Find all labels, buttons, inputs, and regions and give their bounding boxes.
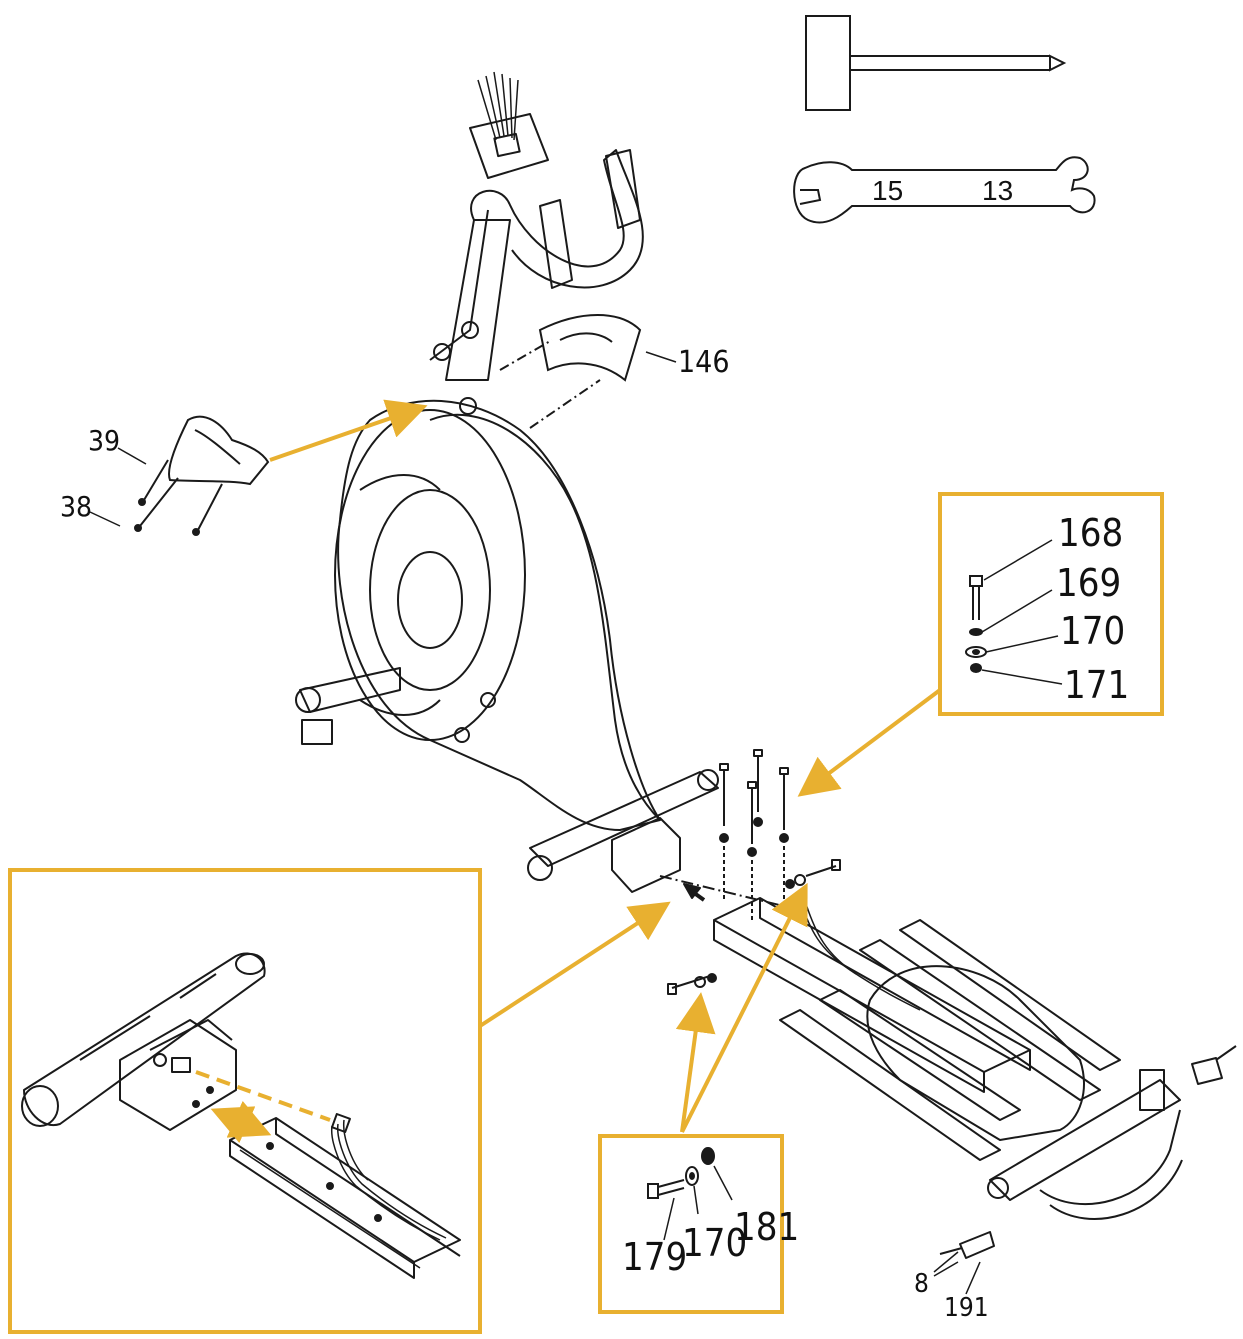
wrench-icon	[793, 156, 1096, 224]
label-181: 181	[734, 1205, 799, 1249]
elliptical-main-frame	[295, 71, 719, 893]
bolt-stack-168-171	[965, 575, 987, 673]
label-168: 168	[1058, 511, 1123, 555]
main-shroud	[337, 399, 661, 831]
callout-box-bolts-179-181	[598, 1134, 784, 1314]
console-plate	[469, 113, 549, 179]
wrench-size-15: 15	[872, 175, 903, 206]
screwdriver-icon	[805, 15, 1067, 111]
front-cover-part-39	[134, 415, 270, 536]
inset-dashed-plug-path	[195, 1070, 331, 1122]
callout-arrow-side-bolt-right	[680, 882, 808, 1133]
upright-mast	[445, 219, 511, 381]
label-179: 179	[622, 1235, 687, 1279]
bolt-set-179-170-181	[647, 1147, 715, 1199]
callout-arrow-inset	[478, 901, 671, 1028]
rear-stabilizer	[299, 667, 401, 713]
label-170-b: 170	[682, 1221, 747, 1265]
label-38: 38	[60, 490, 92, 523]
front-stabilizer	[529, 771, 719, 867]
callout-arrow-bolts	[797, 688, 942, 797]
label-169: 169	[1056, 561, 1121, 605]
connector-bracket	[611, 817, 681, 893]
callout-box-bolts-168-171	[938, 492, 1164, 716]
inset-base-rail	[229, 1113, 461, 1279]
label-171: 171	[1064, 663, 1129, 707]
flywheel-cover-outer	[334, 409, 526, 741]
wrench-size-13: 13	[982, 175, 1013, 206]
console-wires	[477, 71, 519, 141]
label-146: 146	[678, 345, 730, 380]
label-191: 191	[944, 1293, 989, 1323]
label-8: 8	[914, 1269, 929, 1299]
inset-stabilizer-tube	[21, 952, 266, 1131]
label-39: 39	[88, 424, 120, 457]
callout-arrow-side-bolt-left	[675, 992, 716, 1133]
callout-arrow-front-cover	[269, 399, 428, 462]
handlebar	[470, 149, 644, 289]
rear-cover-part-146	[499, 314, 642, 429]
label-170: 170	[1060, 609, 1125, 653]
flywheel-hub	[397, 551, 463, 649]
flywheel-cover-inner	[369, 489, 491, 691]
detail-inset-wire-connection	[8, 868, 482, 1334]
inset-connect-arrow	[210, 1100, 272, 1144]
vertical-bolts	[719, 749, 789, 920]
